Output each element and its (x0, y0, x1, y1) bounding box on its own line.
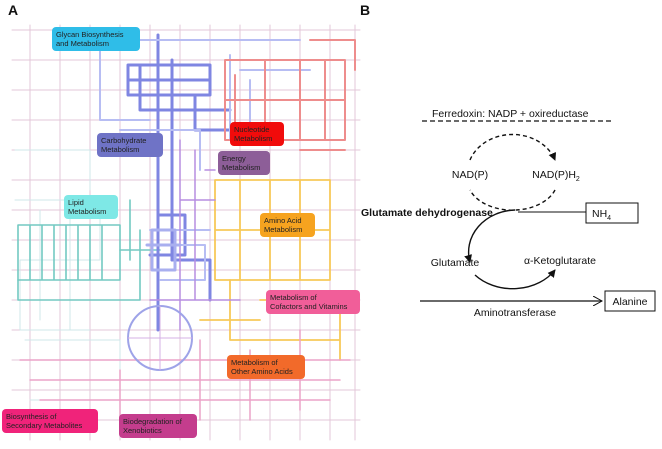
nadp-label: NAD(P) (452, 169, 488, 181)
alpha-ketoglutarate-label: α-Ketoglutarate (524, 255, 596, 267)
alanine-box (604, 290, 656, 312)
lower-cycle-left-arrow (464, 209, 516, 263)
panel-label-a: A (8, 2, 19, 18)
lower-cycle-bottom-arrow (474, 269, 556, 290)
nh4-box (585, 202, 639, 224)
upper-cycle-top-arrow (469, 133, 557, 161)
glutamate-dehydrogenase-label: Glutamate dehydrogenase (361, 207, 493, 219)
aminotransferase-label: Aminotransferase (474, 307, 556, 319)
ferredoxin-label: Ferredoxin: NADP + oxireductase (432, 108, 589, 120)
alanine-label: Alanine (612, 296, 647, 308)
panel-label-b: B (360, 2, 371, 18)
glutamate-label: Glutamate (431, 257, 480, 269)
nh4-label: NH4 (592, 208, 611, 222)
nadph2-label: NAD(P)H2 (532, 169, 580, 183)
